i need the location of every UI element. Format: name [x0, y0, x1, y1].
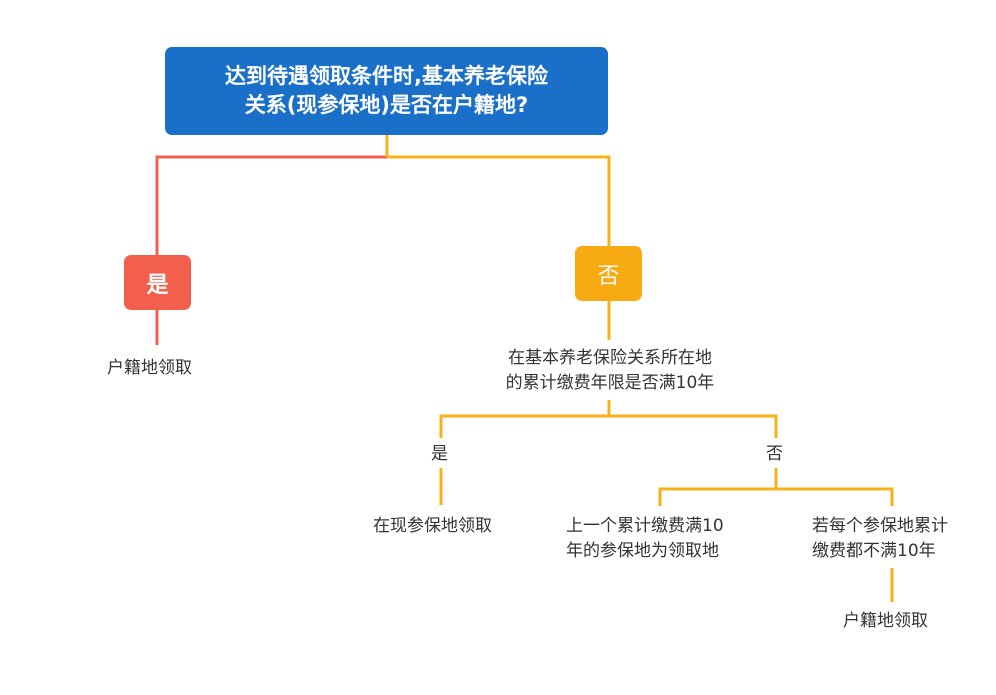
sub-no-option2-text: 若每个参保地累计 缴费都不满10年 — [812, 514, 948, 564]
no-question-line2: 的累计缴费年限是否满10年 — [505, 373, 715, 393]
sub-no-option2-result-label: 户籍地领取 — [843, 611, 928, 631]
sub-no-option2-line2: 缴费都不满10年 — [812, 541, 936, 561]
yes-result-label: 户籍地领取 — [107, 358, 192, 378]
root-question-box: 达到待遇领取条件时,基本养老保险 关系(现参保地)是否在户籍地? — [165, 47, 608, 135]
root-question-line1: 达到待遇领取条件时,基本养老保险 — [225, 64, 548, 88]
root-question-line2: 关系(现参保地)是否在户籍地? — [244, 93, 529, 117]
no-badge: 否 — [575, 246, 642, 301]
sub-yes-result-label: 在现参保地领取 — [373, 516, 492, 536]
connector-root-to-yes — [155, 135, 389, 255]
sub-no-option1-line1: 上一个累计缴费满10 — [566, 516, 724, 536]
sub-yes-label: 是 — [431, 444, 448, 464]
yes-badge: 是 — [124, 255, 191, 310]
sub-no-option2-line1: 若每个参保地累计 — [812, 516, 948, 536]
sub-no-option1-line2: 年的参保地为领取地 — [566, 541, 719, 561]
connector-root-to-no — [387, 155, 611, 246]
sub-no-label: 否 — [766, 444, 783, 464]
sub-no-option1-text: 上一个累计缴费满10 年的参保地为领取地 — [566, 514, 724, 564]
no-question-line1: 在基本养老保险关系所在地 — [508, 348, 712, 368]
no-question-text: 在基本养老保险关系所在地 的累计缴费年限是否满10年 — [480, 346, 740, 396]
connector-subno-split — [658, 468, 894, 506]
connector-question-split — [439, 400, 778, 438]
